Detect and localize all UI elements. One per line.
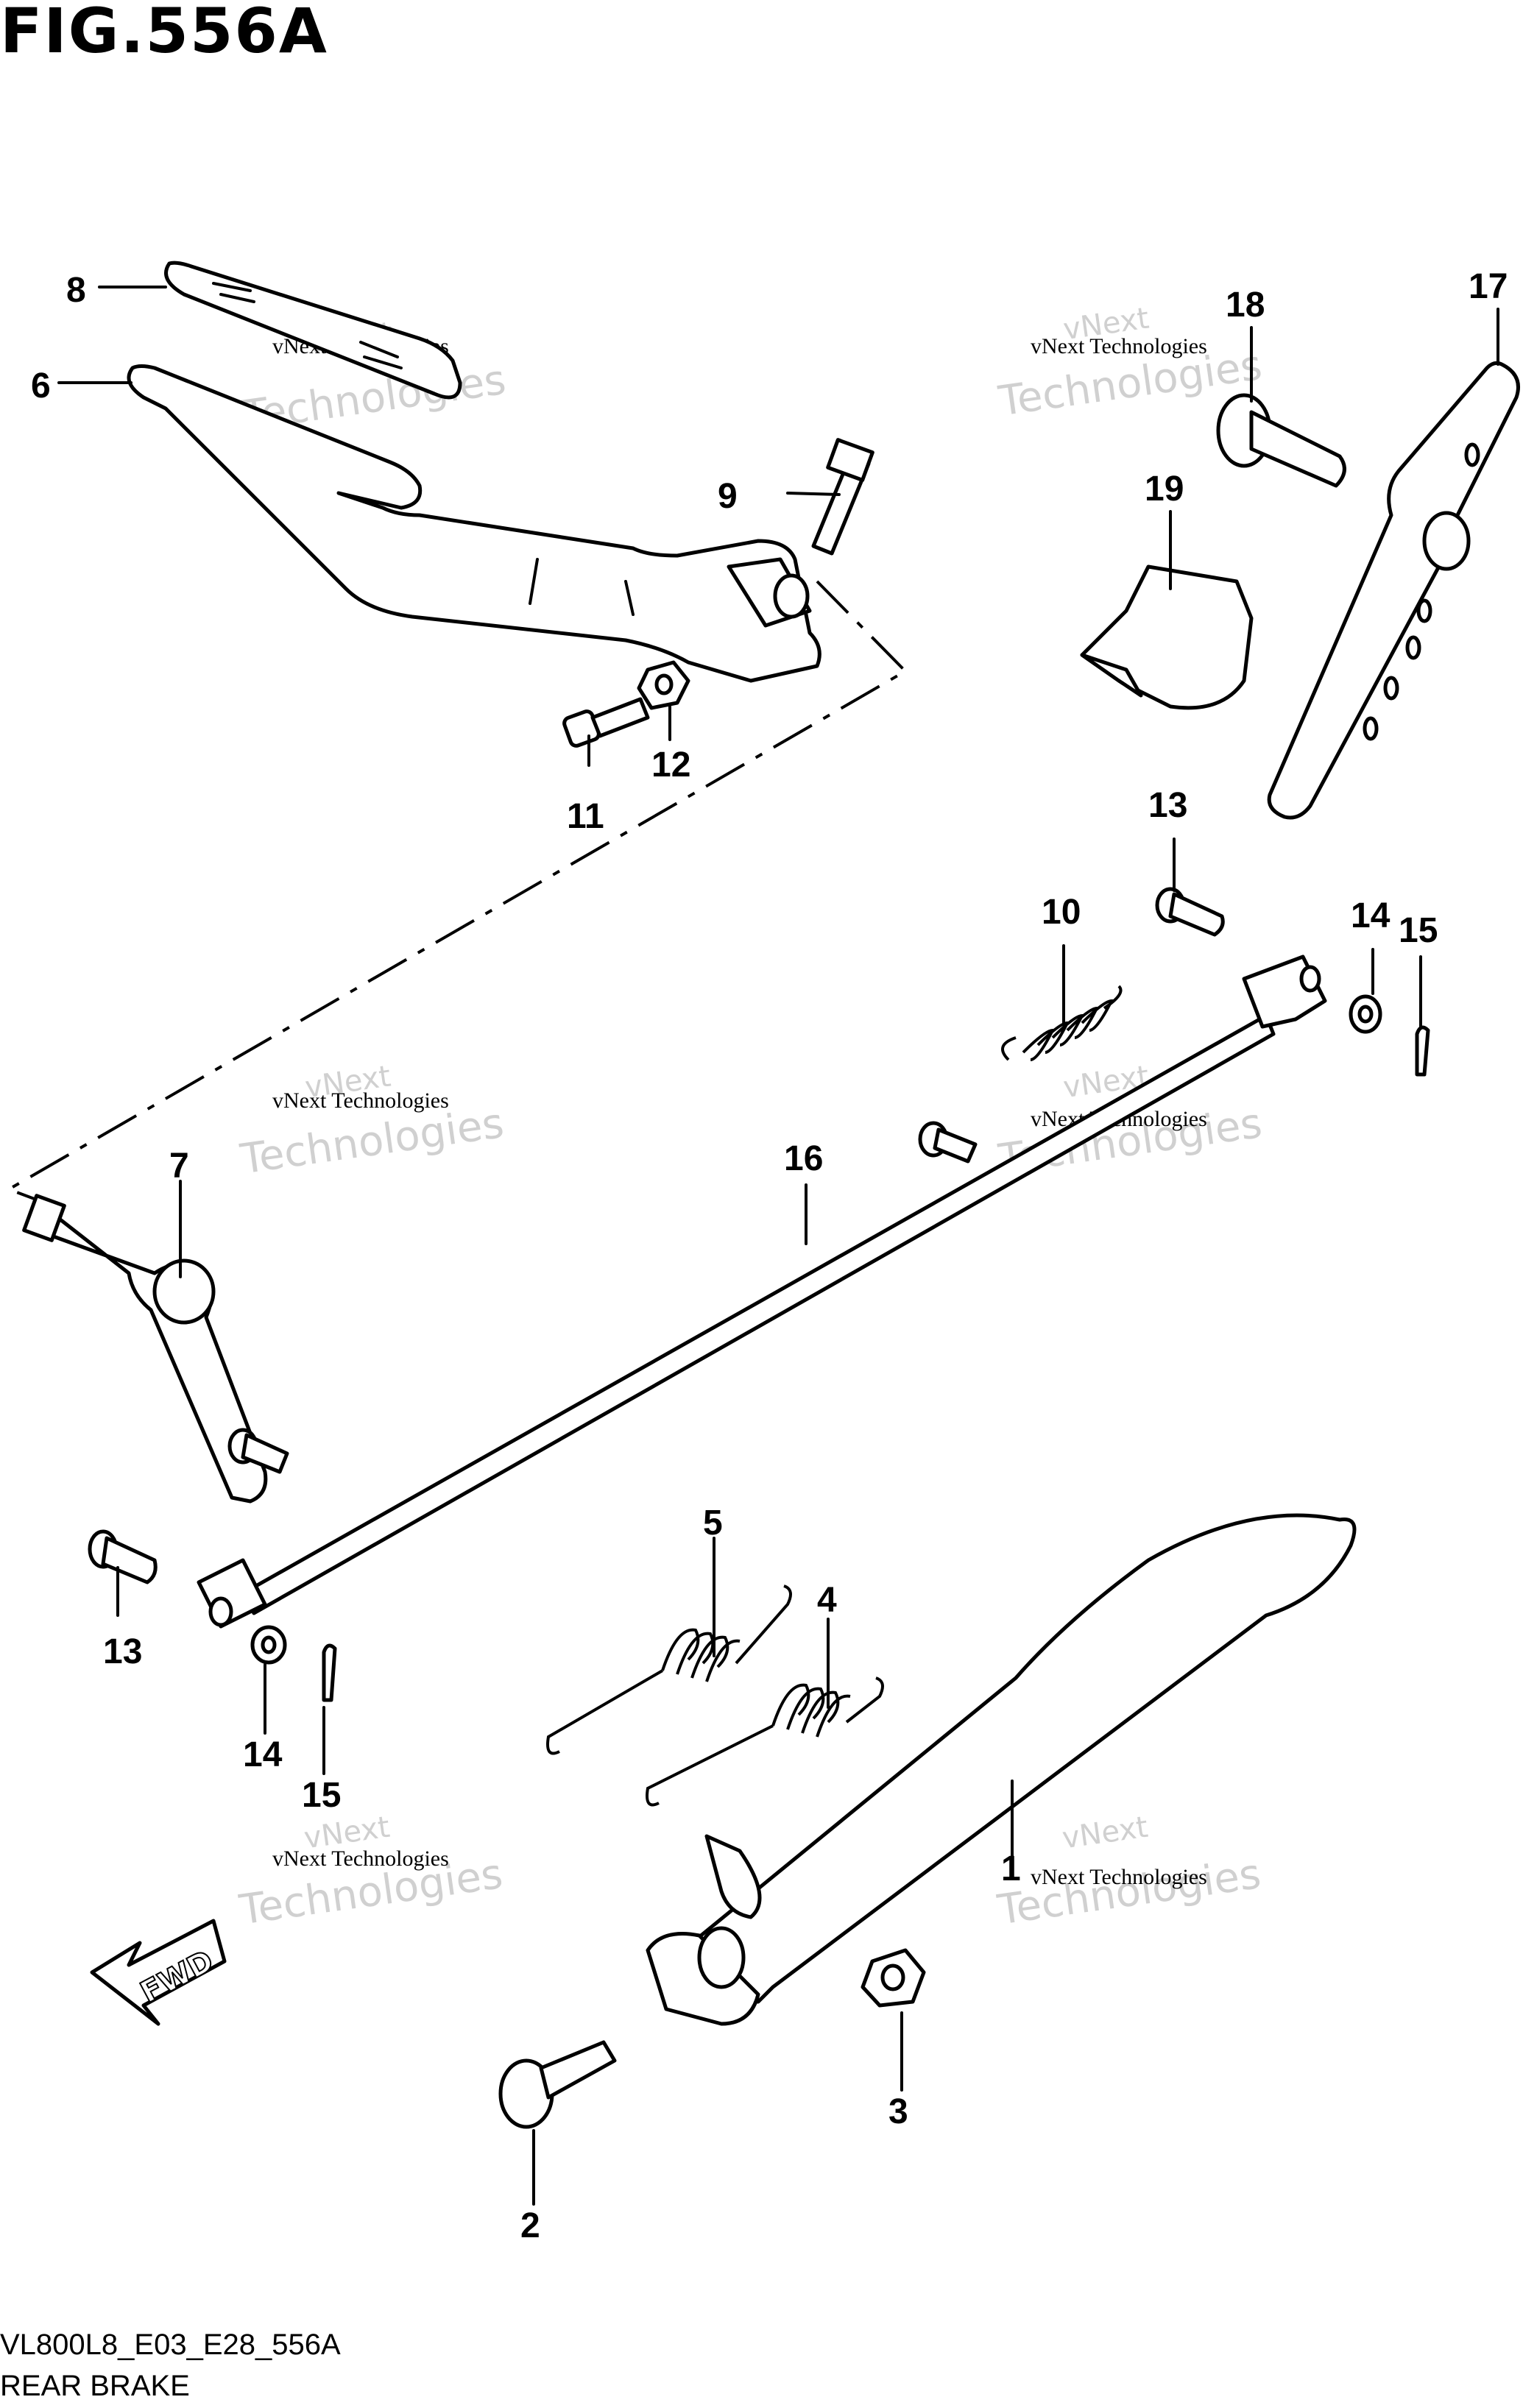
watermark-text: vNext Technologies [272,1846,449,1871]
callout-14-right: 14 [1351,896,1391,935]
callout-4: 4 [817,1581,837,1620]
callout-12: 12 [651,746,690,785]
part-15-cotter-pin-left [322,1643,337,1702]
part-13-clevis-pin-lever [227,1428,289,1474]
assembly-outline [5,580,908,1204]
part-1-side-stand [646,1513,1357,2026]
callout-17: 17 [1469,267,1508,306]
callout-13-left: 13 [103,1632,142,1671]
part-17-brake-arm [1267,361,1520,820]
callout-15-right: 15 [1399,911,1438,950]
leader-lines [57,286,1499,2206]
callout-14-left: 14 [243,1735,283,1774]
part-13-clevis-pin-left [88,1529,158,1584]
part-13-clevis-pin-right [1155,887,1225,937]
watermark-text: vNext Technologies [1031,334,1207,358]
watermark-text: vNext [1060,1810,1150,1856]
part-3-nut [861,1948,926,2008]
figure-title: FIG.556A [0,0,328,67]
section-name: REAR BRAKE [0,2370,190,2402]
callout-11: 11 [567,797,604,836]
part-2-bolt [498,2040,617,2129]
watermark-text: vNext Technologies [272,1088,449,1113]
callout-3: 3 [888,2092,908,2131]
callout-7: 7 [169,1147,189,1186]
callout-18: 18 [1226,286,1265,325]
callout-1: 1 [1001,1849,1021,1888]
rod-small-bolt [918,1121,978,1164]
callout-10: 10 [1042,893,1081,932]
watermark-text: Technologies [994,1850,1264,1935]
watermark-text: vNext Technologies [1031,1865,1207,1889]
part-9-bolt [811,438,874,556]
part-18-bolt [1216,393,1346,488]
callout-19: 19 [1145,470,1184,509]
part-5-spring [546,1584,792,1755]
part-11-bolt [562,697,650,748]
part-16-brake-rod [197,955,1327,1629]
part-8-pedal-rubber [164,261,462,400]
model-code: VL800L8_E03_E28_556A [0,2329,341,2361]
part-7-lever [22,1194,268,1504]
part-4-spring [646,1676,884,1807]
callout-9: 9 [718,477,738,516]
callout-2: 2 [520,2206,540,2245]
part-14-washer-right [1349,994,1382,1034]
callout-6: 6 [31,366,51,406]
part-14-washer-left [250,1625,287,1665]
part-10-spring [1001,985,1123,1061]
part-6-brake-pedal [127,364,821,683]
callout-5: 5 [703,1504,723,1543]
fwd-arrow-icon: FWD [90,1919,227,2026]
part-12-nut [637,660,690,710]
callout-15-left: 15 [302,1776,341,1815]
part-19-cover [1080,564,1254,710]
callout-8: 8 [66,271,86,310]
part-15-cotter-pin-right [1415,1025,1430,1077]
callout-13-right: 13 [1148,786,1187,825]
callout-16: 16 [784,1139,823,1178]
